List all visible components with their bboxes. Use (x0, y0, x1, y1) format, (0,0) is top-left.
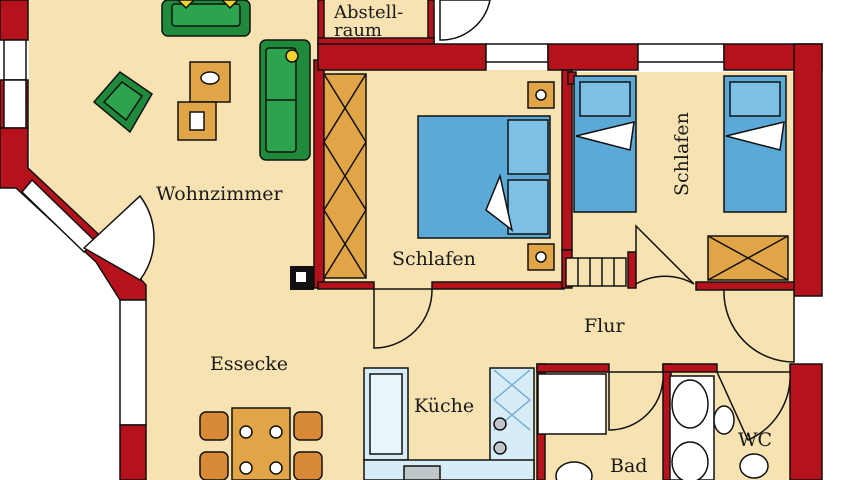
label-abstellraum-1: Abstell- (333, 2, 403, 23)
toilet (739, 453, 769, 479)
toilet (713, 405, 735, 435)
double-bed (417, 81, 555, 271)
wall-east-lower (789, 363, 823, 480)
wall-wc-north (662, 363, 718, 373)
sofa-top-seat (171, 3, 241, 27)
wall-storage-east (427, 0, 435, 43)
wall-west-lower (119, 299, 147, 426)
wall-north-bedroom-west (317, 43, 487, 71)
door-bath[interactable] (608, 371, 664, 431)
door-east[interactable] (723, 289, 795, 363)
wall-west-window-1 (3, 39, 27, 81)
door-wc[interactable] (715, 371, 791, 441)
wall-living-bedroom (313, 59, 325, 289)
wall-west-lower-pier (119, 424, 147, 480)
wall-bath-north (536, 363, 610, 373)
storage-floor (322, 0, 430, 40)
label-bad: Bad (610, 455, 647, 477)
wall-bedroom-south-mid (431, 281, 565, 290)
wall-kids-south-mid (627, 251, 637, 289)
window-north-1 (485, 43, 549, 63)
lamp-icon (176, 0, 196, 10)
window-north-2 (637, 43, 725, 63)
door-bedroom-main[interactable] (373, 288, 433, 349)
door-bedroom-kids[interactable] (635, 224, 695, 286)
doors (82, 0, 795, 441)
door-balcony[interactable] (82, 194, 155, 281)
label-schlafen-main: Schlafen (392, 248, 476, 270)
stove-burner (493, 441, 507, 455)
wall-west-upper (0, 0, 29, 41)
lamp-icon (285, 49, 299, 63)
wardrobe (323, 73, 367, 279)
label-schlafen-kids: Schlafen (671, 112, 693, 196)
label-kueche: Küche (414, 395, 474, 417)
label-abstellraum-2: raum (334, 20, 382, 41)
shelf (565, 257, 627, 287)
room-labels: Abstell- raum Wohnzimmer Schlafen Schlaf… (156, 2, 772, 477)
wall-west-window-2 (3, 79, 27, 129)
label-essecke: Essecke (210, 353, 288, 375)
single-beds (565, 75, 789, 287)
living-furniture (92, 0, 311, 161)
bath-fixtures (537, 373, 769, 480)
window-diagonal (20, 178, 98, 254)
wall-north-mid (547, 43, 639, 71)
column-inner (296, 272, 306, 282)
wall-bedroom-south-left (317, 281, 375, 290)
wall-between-bedrooms (561, 69, 573, 251)
sink-cabinet (537, 373, 607, 435)
lamp-icon (220, 0, 240, 10)
label-flur: Flur (584, 315, 625, 337)
stove-burner (493, 417, 507, 431)
label-wohnzimmer: Wohnzimmer (156, 183, 284, 205)
wall-east-upper (793, 43, 823, 297)
door-storage[interactable] (439, 0, 491, 41)
label-wc: WC (738, 429, 772, 451)
kitchen-counters (363, 367, 535, 480)
dining-set (199, 407, 323, 480)
wall-kids-south-right (695, 281, 795, 291)
